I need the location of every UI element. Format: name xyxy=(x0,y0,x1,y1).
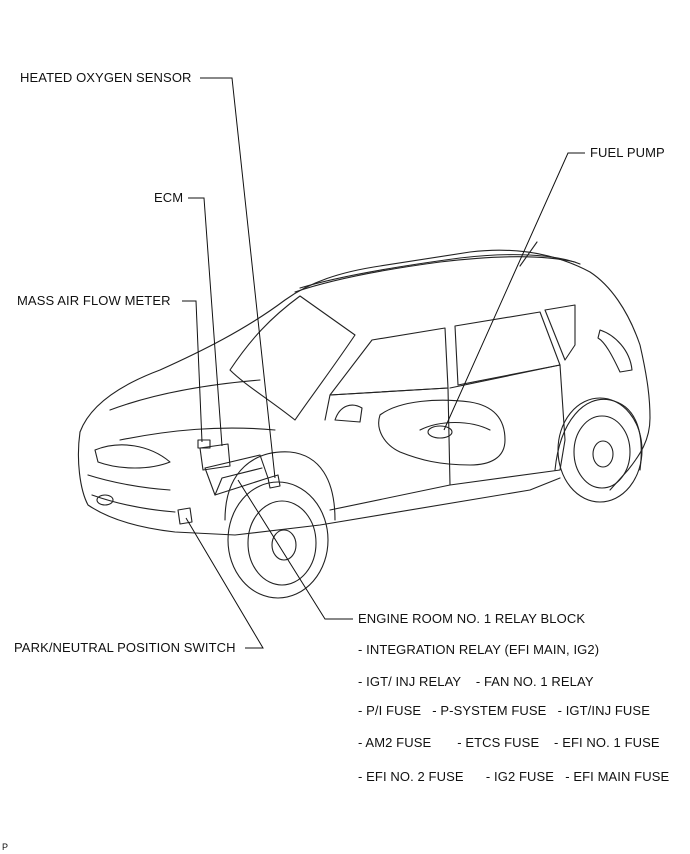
rear-quarter-window xyxy=(544,304,576,361)
rear-door xyxy=(449,364,566,486)
relay-item-5: - EFI NO. 2 FUSE - IG2 FUSE - EFI MAIN F… xyxy=(358,769,670,784)
rear-wheel xyxy=(557,397,643,503)
corner-mark: P xyxy=(2,842,9,852)
front-door xyxy=(324,387,451,511)
front-grille xyxy=(87,474,171,491)
label-ecm: ECM xyxy=(154,190,184,205)
roof-antenna xyxy=(519,241,538,267)
relay-item-2: - IGT/ INJ RELAY - FAN NO. 1 RELAY xyxy=(358,674,594,689)
windshield xyxy=(229,295,356,421)
rear-wheel-arch xyxy=(554,398,642,471)
label-fuel-pump: FUEL PUMP xyxy=(590,145,665,160)
tail-light xyxy=(597,329,633,373)
car-lower-outline xyxy=(77,431,561,536)
label-mass-air-flow-meter: MASS AIR FLOW METER xyxy=(17,293,171,308)
front-wheel xyxy=(227,481,329,599)
relay-item-3: - P/I FUSE - P-SYSTEM FUSE - IGT/INJ FUS… xyxy=(358,703,650,718)
front-wheel-arch xyxy=(224,451,336,521)
fog-lamp xyxy=(96,494,114,506)
leader-ecm xyxy=(188,197,223,447)
car-body-outline xyxy=(79,249,651,491)
leader-heated-oxygen-sensor xyxy=(200,77,276,479)
front-door-window xyxy=(329,327,449,396)
pn-switch-box xyxy=(177,507,193,525)
headlight xyxy=(94,444,171,469)
label-heated-oxygen-sensor: HEATED OXYGEN SENSOR xyxy=(20,70,192,85)
label-park-neutral-switch: PARK/NEUTRAL POSITION SWITCH xyxy=(14,640,236,655)
label-engine-room-relay-block: ENGINE ROOM NO. 1 RELAY BLOCK xyxy=(358,611,586,626)
relay-item-4: - AM2 FUSE - ETCS FUSE - EFI NO. 1 FUSE xyxy=(358,735,660,750)
side-mirror xyxy=(334,404,363,423)
ecm-box xyxy=(199,443,231,471)
fuel-tank xyxy=(378,399,506,466)
relay-item-1: - INTEGRATION RELAY (EFI MAIN, IG2) xyxy=(358,642,600,657)
leader-mass-air-flow-meter xyxy=(182,300,203,443)
leader-engine-room-relay-block xyxy=(237,479,353,620)
rear-door-window xyxy=(454,311,561,386)
maf-meter-box xyxy=(197,439,211,449)
leader-fuel-pump xyxy=(443,152,585,431)
leader-park-neutral-switch xyxy=(185,517,264,649)
roof-rail xyxy=(294,256,576,293)
